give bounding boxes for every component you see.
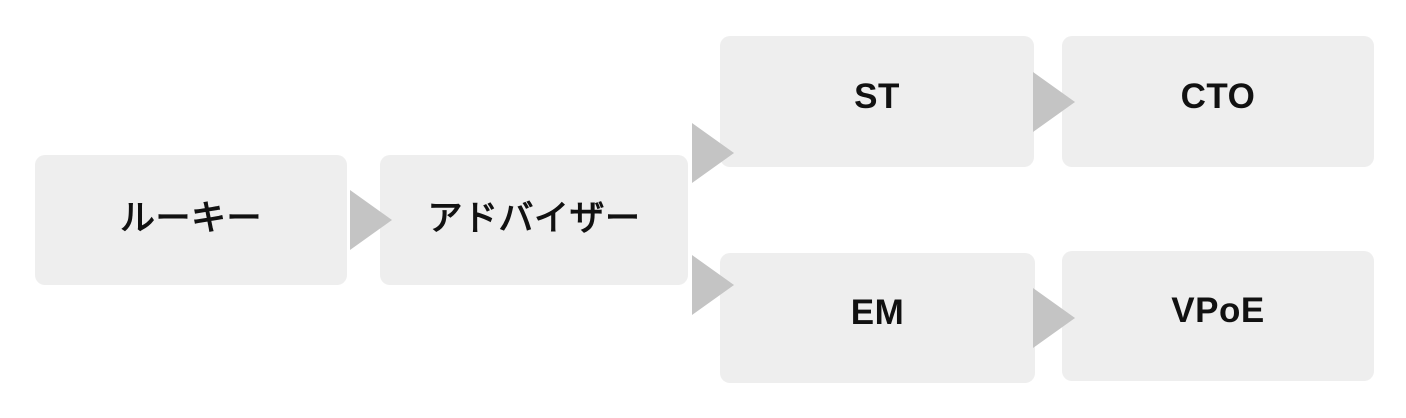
arrow-st-to-cto-icon bbox=[1033, 72, 1075, 132]
node-vpoe-label: VPoE bbox=[1171, 291, 1265, 330]
node-cto-label: CTO bbox=[1180, 76, 1256, 116]
arrow-rookie-to-advisor-icon bbox=[350, 190, 392, 250]
arrow-advisor-to-em-icon bbox=[692, 255, 734, 315]
node-em-label: EM bbox=[850, 293, 905, 332]
node-advisor-label: アドバイザー bbox=[427, 198, 641, 238]
node-em: EM bbox=[720, 253, 1035, 383]
node-st-label: ST bbox=[854, 76, 900, 116]
arrow-em-to-vpoe-icon bbox=[1033, 288, 1075, 348]
node-rookie-label: ルーキー bbox=[119, 198, 262, 238]
node-rookie: ルーキー bbox=[35, 155, 347, 285]
node-advisor: アドバイザー bbox=[380, 155, 688, 285]
node-vpoe: VPoE bbox=[1062, 251, 1374, 381]
node-st: ST bbox=[720, 36, 1034, 167]
node-cto: CTO bbox=[1062, 36, 1374, 167]
arrow-advisor-to-st-icon bbox=[692, 123, 734, 183]
